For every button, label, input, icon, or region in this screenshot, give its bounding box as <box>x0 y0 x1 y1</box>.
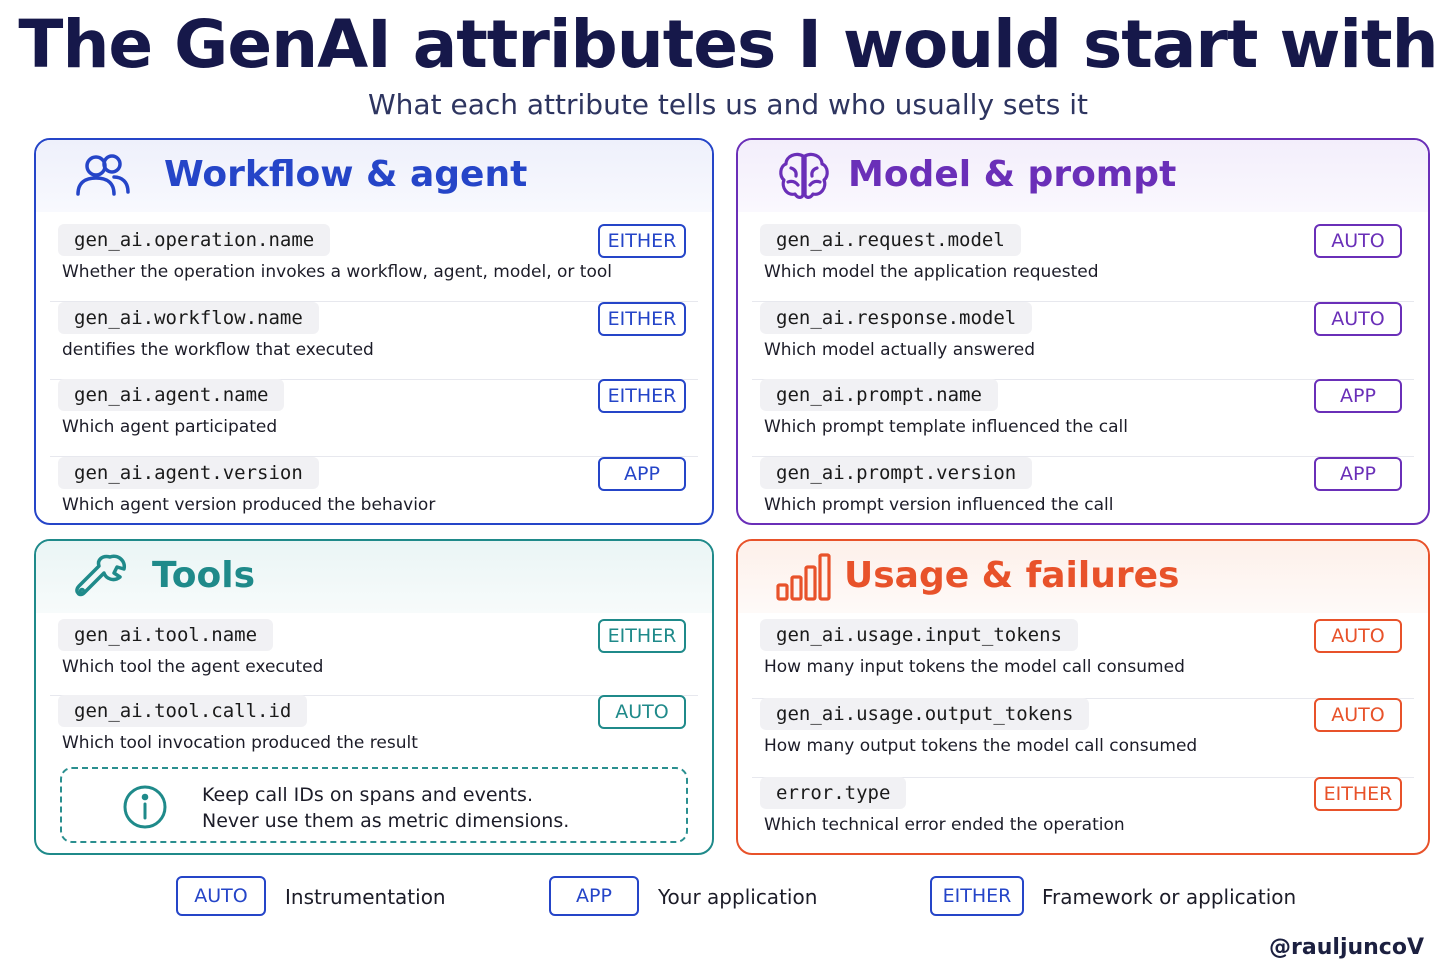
attribute-description: How many input tokens the model call con… <box>764 657 1185 677</box>
panel-title: Workflow & agent <box>164 154 528 195</box>
panel-header: Tools <box>36 541 712 613</box>
legend-text-either: Framework or application <box>1042 885 1297 909</box>
setter-badge: APP <box>598 456 686 491</box>
setter-badge: AUTO <box>1314 619 1402 653</box>
info-note: Keep call IDs on spans and events. Never… <box>60 767 688 843</box>
attribute-description: Whether the operation invokes a workflow… <box>62 262 613 282</box>
brain-icon <box>779 152 829 199</box>
panel-header: Usage & failures <box>738 541 1428 613</box>
setter-badge: EITHER <box>1314 777 1402 811</box>
attribute-name: gen_ai.tool.call.id <box>58 695 308 727</box>
panel-title: Usage & failures <box>844 555 1180 596</box>
attribute-description: Which tool the agent executed <box>62 657 324 677</box>
attribute-name: gen_ai.usage.input_tokens <box>760 619 1078 651</box>
attribute-name: gen_ai.workflow.name <box>58 301 319 334</box>
note-line-2: Never use them as metric dimensions. <box>202 810 570 832</box>
attribute-description: How many output tokens the model call co… <box>764 736 1198 756</box>
attribute-name: gen_ai.prompt.name <box>760 379 998 411</box>
panel-title: Tools <box>152 555 256 596</box>
attribute-description: dentifies the workflow that executed <box>62 339 374 360</box>
setter-badge: EITHER <box>598 224 686 258</box>
page-title: The GenAI attributes I would start with <box>18 6 1438 83</box>
panel-title: Model & prompt <box>848 154 1177 195</box>
setter-badge: AUTO <box>598 695 686 729</box>
setter-badge: EITHER <box>598 379 686 413</box>
legend-text-app: Your application <box>658 885 818 909</box>
note-line-1: Keep call IDs on spans and events. <box>202 784 533 806</box>
legend-text-auto: Instrumentation <box>285 885 446 909</box>
attribute-name: gen_ai.response.model <box>760 301 1033 334</box>
setter-badge: AUTO <box>1314 698 1402 732</box>
note-text: Keep call IDs on spans and events. Never… <box>202 782 569 834</box>
panel-header: Workflow & agent <box>36 140 712 212</box>
setter-badge: AUTO <box>1314 301 1402 336</box>
attribute-description: Which tool invocation produced the resul… <box>62 733 418 753</box>
attribute-name: gen_ai.operation.name <box>58 224 331 256</box>
attribute-description: Which technical error ended the operatio… <box>764 815 1125 835</box>
panel-usage-failures: Usage & failures gen_ai.usage.input_toke… <box>736 539 1430 855</box>
author-handle: @rauljuncoV <box>1269 935 1424 960</box>
wrench-icon <box>75 554 127 597</box>
legend-badge-either: EITHER <box>930 876 1024 916</box>
legend-badge-auto: AUTO <box>176 876 266 916</box>
attribute-description: Which agent participated <box>62 417 278 437</box>
attribute-description: Which agent version produced the behavio… <box>62 494 436 515</box>
attribute-name: gen_ai.request.model <box>760 224 1021 256</box>
attribute-name: gen_ai.agent.name <box>58 379 285 411</box>
attribute-name: gen_ai.usage.output_tokens <box>760 698 1090 730</box>
info-icon <box>123 785 167 829</box>
setter-badge: APP <box>1314 456 1402 491</box>
bar-chart-icon <box>776 553 831 601</box>
page-subtitle: What each attribute tells us and who usu… <box>368 88 1088 121</box>
setter-badge: EITHER <box>598 301 686 336</box>
attribute-description: Which model the application requested <box>764 262 1099 282</box>
attribute-row: gen_ai.workflow.name dentifies the workfl… <box>50 301 698 380</box>
attribute-name: gen_ai.tool.name <box>58 619 274 651</box>
setter-badge: AUTO <box>1314 224 1402 258</box>
setter-badge: EITHER <box>598 619 686 653</box>
attribute-description: Which prompt version influenced the call <box>764 494 1114 515</box>
legend-badge-app: APP <box>549 876 639 916</box>
panel-header: Model & prompt <box>738 140 1428 212</box>
attribute-description: Which model actually answered <box>764 339 1035 360</box>
setter-badge: APP <box>1314 379 1402 413</box>
attribute-name: error.type <box>760 777 907 809</box>
attribute-name: gen_ai.prompt.version <box>760 456 1033 489</box>
attribute-name: gen_ai.agent.version <box>58 456 319 489</box>
users-icon <box>76 154 130 196</box>
attribute-description: Which prompt template influenced the cal… <box>764 417 1128 437</box>
